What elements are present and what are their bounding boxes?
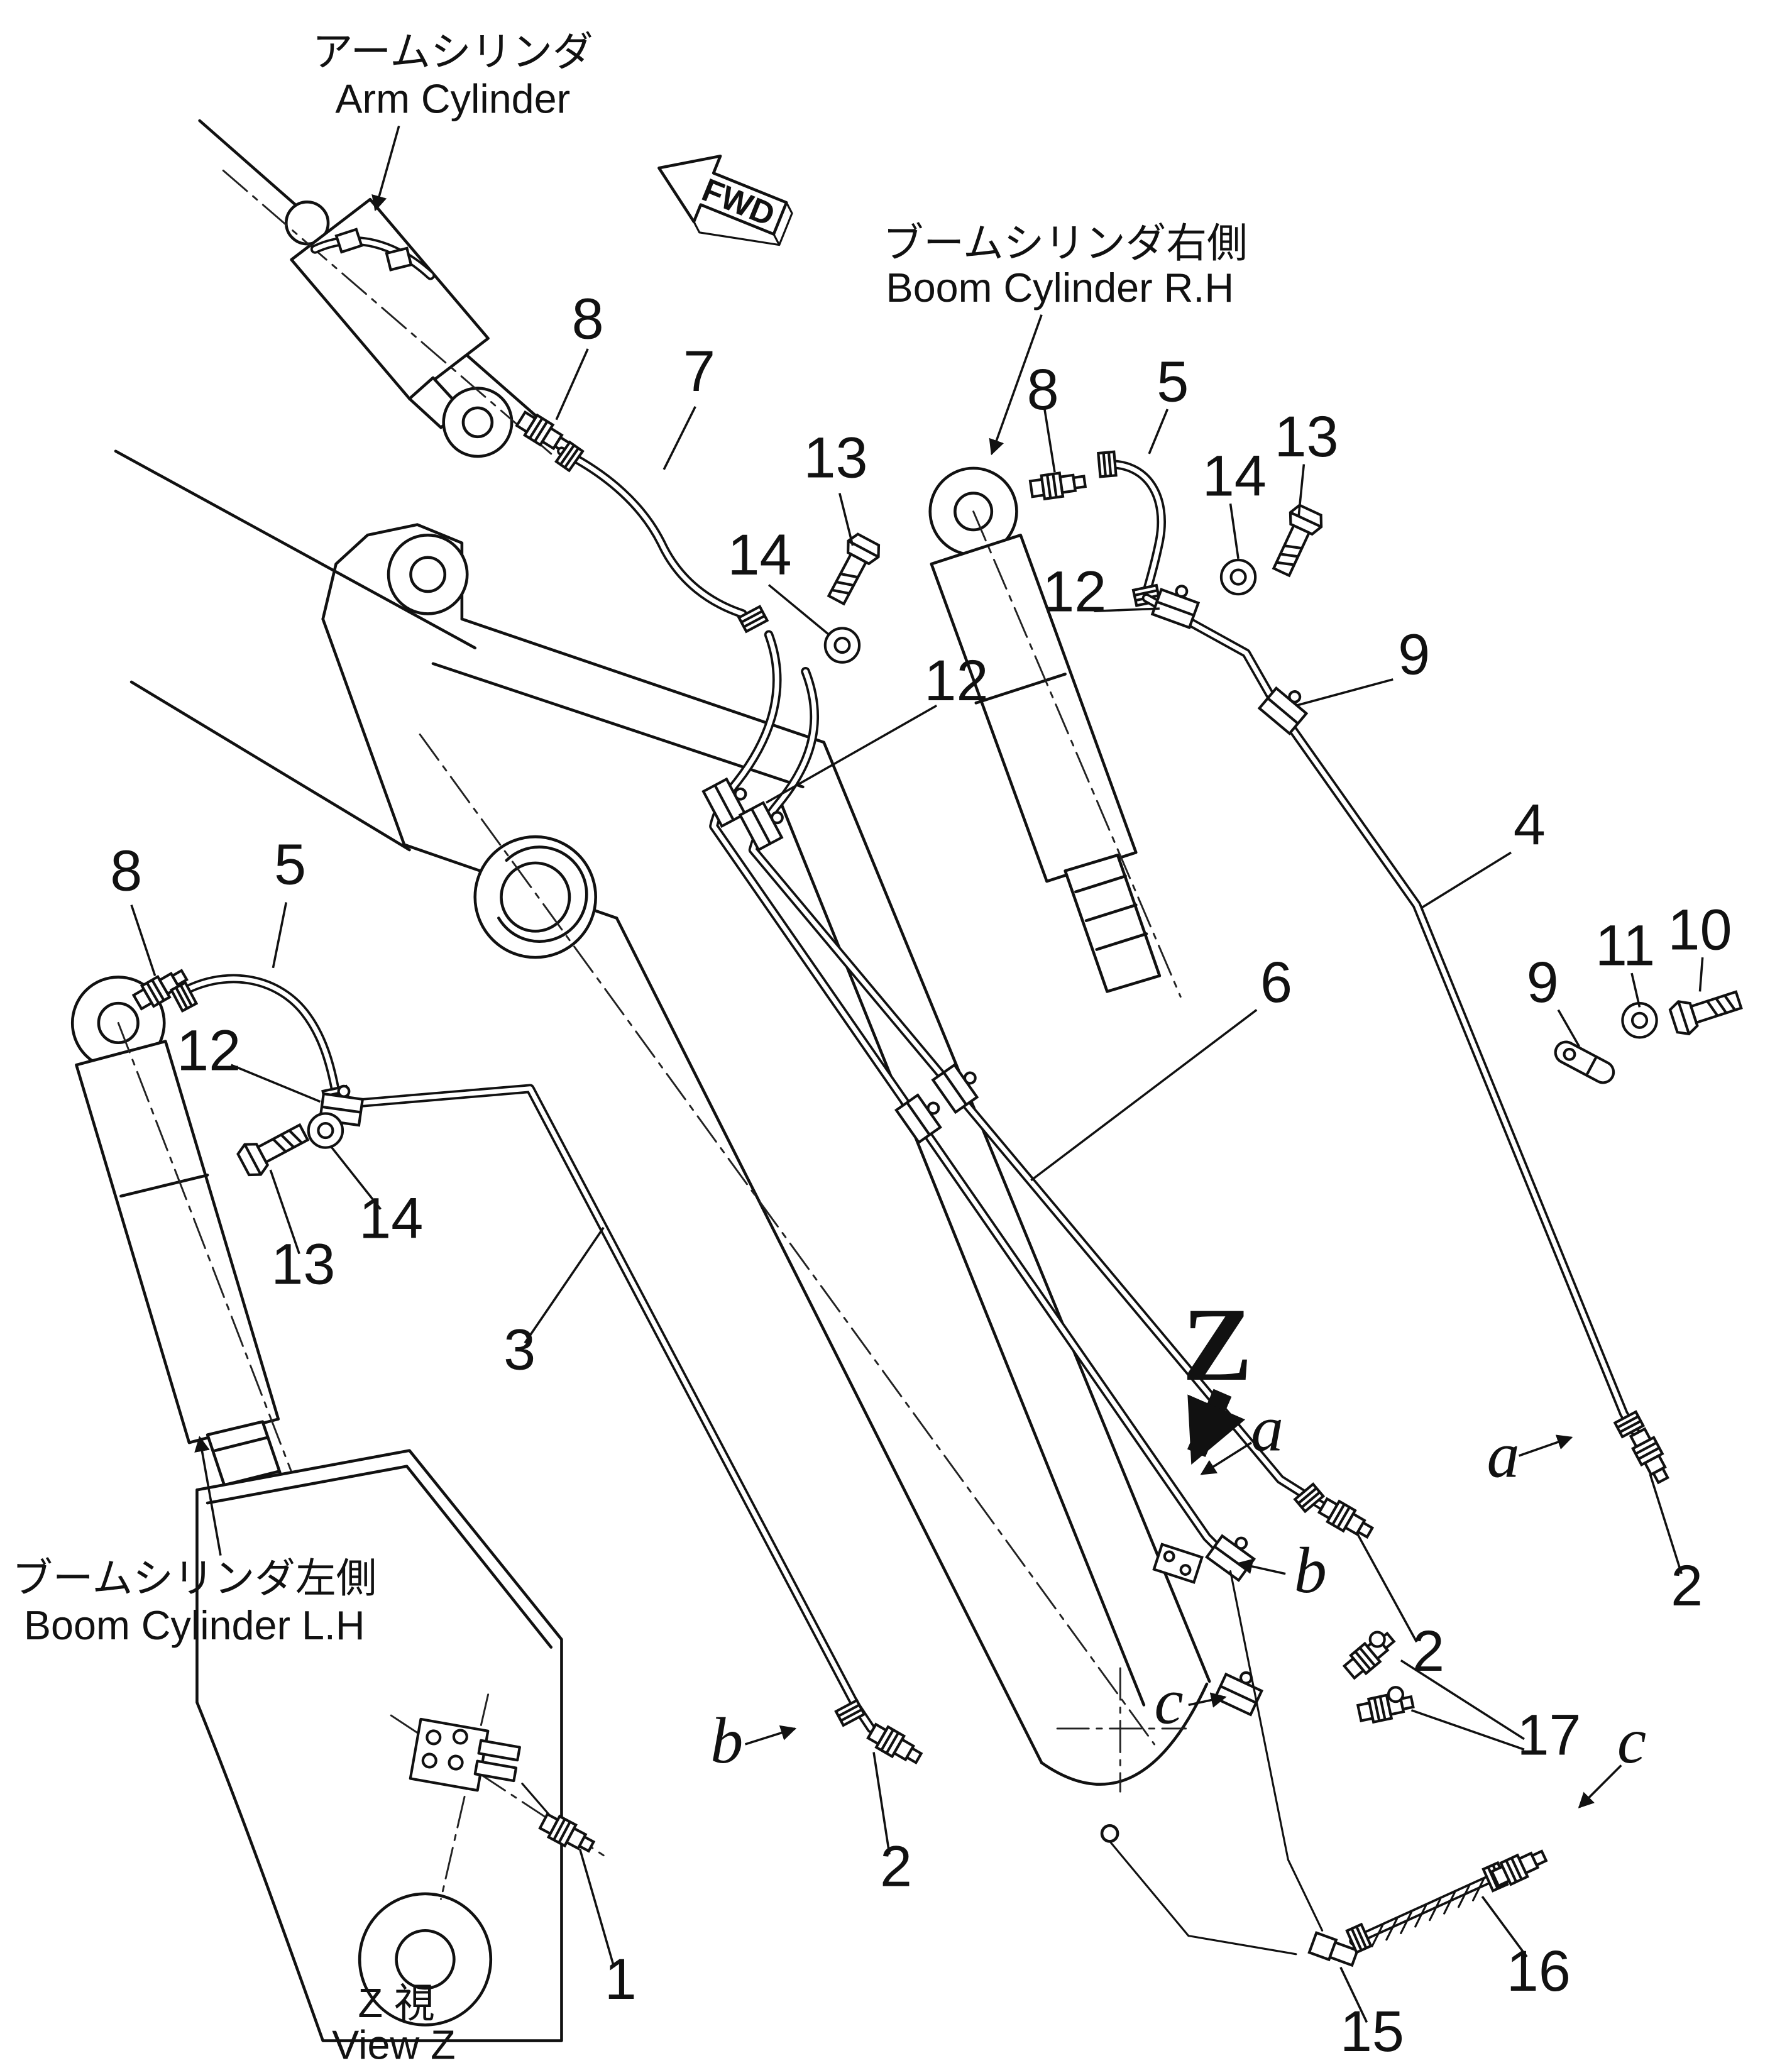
part-17-fittings — [1342, 1629, 1415, 1725]
callout-15: 15 — [1340, 2000, 1404, 2063]
callout-8-arm: 8 — [572, 287, 604, 351]
callout-2-right: 2 — [1671, 1554, 1703, 1618]
part-5-hose-lh — [172, 974, 349, 1106]
boom-structure — [321, 523, 1211, 1843]
callout-6: 6 — [1260, 950, 1292, 1015]
hose-clamp — [385, 246, 413, 272]
z-view-letter: Z — [1182, 1287, 1252, 1403]
part-5-hose-rh — [1098, 452, 1166, 606]
view-z-label-jp: Z 視 — [358, 1980, 434, 2026]
section-a-right: a — [1487, 1418, 1519, 1491]
callout-16: 16 — [1507, 1939, 1571, 2003]
view-z-detail — [195, 1449, 607, 2042]
callout-13-lh: 13 — [271, 1233, 335, 1297]
boom-cylinder-rh-label-jp: ブームシリンダ右側 — [883, 220, 1248, 266]
part-15-elbow — [1307, 1931, 1360, 1967]
fwd-arrow: FWD — [657, 154, 793, 246]
callout-11: 11 — [1595, 914, 1655, 978]
arm-cylinder-label-en: Arm Cylinder — [335, 75, 570, 121]
callout-7: 7 — [683, 339, 715, 404]
fwd-label: FWD — [697, 172, 780, 233]
arm-cylinder-hose — [310, 228, 436, 280]
part-8-fitting-rh — [1030, 470, 1086, 500]
section-c-left: c — [1154, 1665, 1183, 1738]
callout-10: 10 — [1668, 898, 1732, 962]
arm-cylinder — [222, 169, 552, 458]
boom-cylinder-lh-label-en: Boom Cylinder L.H — [24, 1602, 365, 1648]
section-a-left: a — [1251, 1392, 1284, 1465]
callout-14-rh: 14 — [1202, 444, 1267, 509]
section-c-right: c — [1617, 1704, 1646, 1777]
part-14-washer-rh — [1221, 560, 1255, 594]
arm-cylinder-label-jp: アームシリンダ — [312, 28, 593, 74]
callout-12-rh: 12 — [1042, 559, 1106, 624]
callout-5-rh: 5 — [1157, 349, 1189, 414]
callout-8-lh: 8 — [110, 839, 142, 903]
callout-4: 4 — [1514, 793, 1546, 857]
z-view-arrow — [1187, 1389, 1246, 1465]
part-13-bolt-lh — [236, 1118, 312, 1180]
boom-cylinder-rh-label-en: Boom Cylinder R.H — [886, 265, 1234, 311]
boom-cylinder-lh-label-jp: ブームシリンダ左側 — [12, 1555, 377, 1601]
callout-9-upper: 9 — [1398, 622, 1430, 686]
foot-piping — [1109, 1570, 1324, 1956]
callout-9-right: 9 — [1527, 950, 1559, 1015]
callout-13-rh: 13 — [1275, 405, 1339, 469]
part-2-fitting-bottom — [836, 1700, 925, 1768]
part-3-tube — [339, 1084, 876, 1734]
part-14-washer-top — [825, 628, 859, 662]
pointer-arrows — [194, 125, 1622, 1808]
part-bracket-view-z — [409, 1717, 521, 1792]
part-11-washer — [1622, 1003, 1656, 1037]
callout-13-top: 13 — [803, 426, 867, 490]
callout-14-top: 14 — [727, 523, 791, 587]
view-z-label-en: View Z — [332, 2022, 455, 2063]
section-b-right: b — [1294, 1534, 1327, 1607]
callout-3: 3 — [503, 1318, 536, 1382]
section-b-left: b — [710, 1704, 743, 1777]
part-9-bracket-right — [1554, 1040, 1615, 1084]
hose-clamp — [334, 228, 363, 254]
section-b-clamp — [1207, 1527, 1260, 1580]
boom-cylinder-rh — [928, 466, 1182, 998]
callout-17: 17 — [1517, 1703, 1581, 1768]
callout-1: 1 — [605, 1947, 637, 2011]
callout-12-lh: 12 — [177, 1019, 241, 1083]
part-10-bolt — [1668, 984, 1744, 1037]
part-14-washer-lh — [309, 1113, 343, 1147]
part-13-bolt-rh — [1266, 503, 1326, 579]
z-target-bracket — [1152, 1543, 1204, 1584]
callout-14-lh: 14 — [359, 1187, 423, 1251]
part-7-hose — [556, 443, 767, 632]
leader-lines — [130, 348, 1704, 2023]
pipe-clamp-mid-b — [933, 1059, 986, 1113]
callout-2-mid: 2 — [1412, 1619, 1444, 1683]
callout-5-lh: 5 — [274, 832, 306, 896]
callout-2-bottom: 2 — [880, 1834, 912, 1898]
callout-12-center: 12 — [924, 649, 988, 713]
part-16-hose — [1347, 1846, 1549, 1952]
callout-8-rh: 8 — [1027, 358, 1059, 422]
part-2-fitting-right — [1615, 1412, 1673, 1485]
